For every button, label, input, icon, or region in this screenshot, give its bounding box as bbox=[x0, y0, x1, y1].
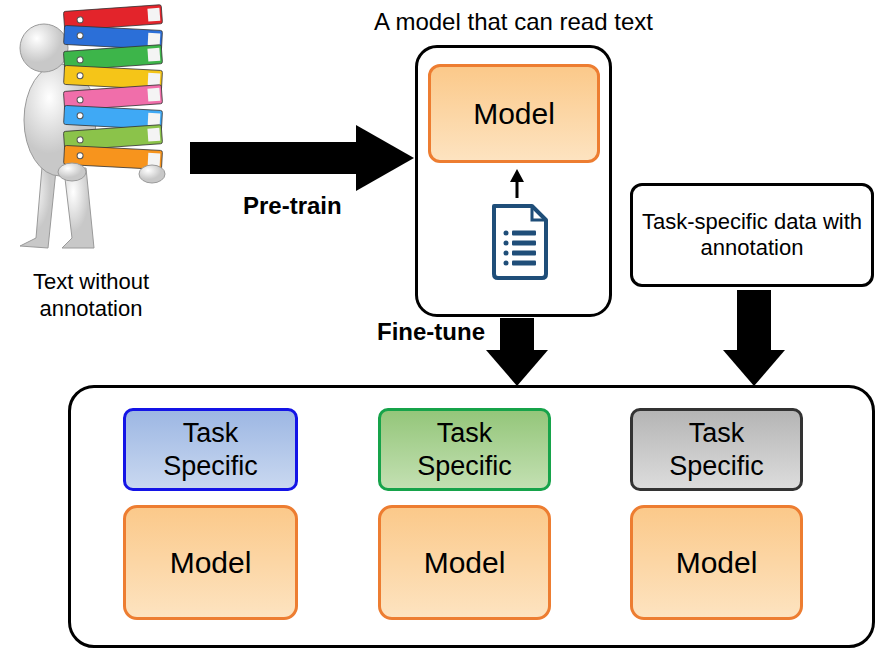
box-label: Task Specific bbox=[652, 417, 782, 482]
box-label: Model bbox=[676, 545, 758, 581]
box-label: Model bbox=[424, 545, 506, 581]
block-arrow bbox=[737, 290, 771, 350]
model-box: Model bbox=[378, 505, 551, 620]
task-head-box: Task Specific bbox=[378, 408, 551, 491]
figure-caption: Text without annotation bbox=[6, 269, 176, 322]
box-label: Model bbox=[170, 545, 252, 581]
block-arrow bbox=[190, 142, 356, 174]
model-box: Model bbox=[630, 505, 803, 620]
box-label: Task Specific bbox=[146, 417, 276, 482]
group-box: A model that can read textModel bbox=[415, 45, 612, 317]
edge-label: Fine-tune bbox=[377, 318, 485, 346]
box-label: Task Specific bbox=[400, 417, 530, 482]
block-arrow bbox=[500, 318, 534, 350]
illustration-node: Text without annotation bbox=[2, 2, 180, 324]
edge-label: Pre-train bbox=[243, 192, 342, 220]
person-with-books bbox=[2, 2, 180, 254]
task-head-box: Task Specific bbox=[630, 408, 803, 491]
group-heading: A model that can read text bbox=[374, 8, 653, 37]
box-label: Model bbox=[473, 96, 555, 132]
group-box: Task Specific Task Specific Task SpecificM… bbox=[68, 385, 875, 648]
task-head-box: Task Specific bbox=[123, 408, 298, 491]
model-box: Model bbox=[123, 505, 298, 620]
box-label: Task-specific data with annotation bbox=[641, 209, 863, 262]
data-box: Task-specific data with annotation bbox=[630, 183, 874, 287]
model-box: Model bbox=[428, 64, 600, 163]
